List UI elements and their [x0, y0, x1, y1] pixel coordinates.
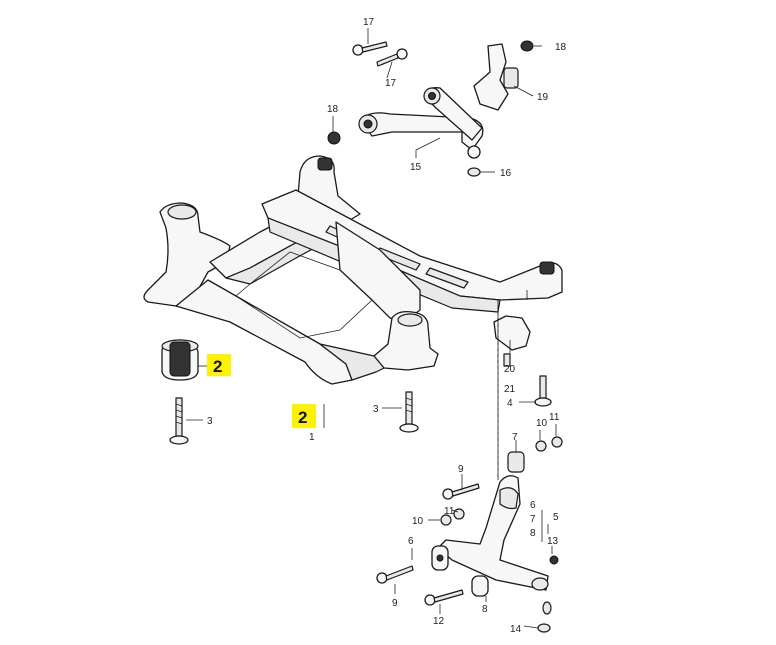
subframe-mount-bushing-left — [161, 339, 199, 381]
bolt-9-upper — [442, 483, 480, 500]
bushing-8-lower — [471, 575, 489, 597]
leader-lines — [186, 28, 557, 629]
callout-7-right: 7 — [530, 514, 536, 525]
callout-19: 19 — [537, 92, 549, 103]
bolt-12 — [424, 589, 464, 606]
washer-10-lower — [440, 514, 452, 526]
callout-9-top: 9 — [458, 464, 464, 475]
callout-20: 20 — [504, 364, 516, 375]
callout-7-top: 7 — [512, 432, 518, 443]
callout-10-top: 10 — [536, 418, 548, 429]
bolt-17-lower — [376, 48, 408, 67]
bushing-6-left — [431, 545, 449, 571]
upper-control-arm — [358, 87, 484, 159]
bushing-7-top — [507, 451, 525, 473]
callout-10-low: 10 — [412, 516, 424, 527]
nut-16 — [467, 167, 481, 177]
callout-1: 1 — [309, 432, 315, 443]
subframe-bolt-right — [399, 391, 419, 433]
callout-8-right: 8 — [530, 528, 536, 539]
callout-4: 4 — [507, 398, 513, 409]
bolt-4 — [534, 375, 552, 407]
subframe-bolt-left — [169, 397, 189, 445]
callout-15: 15 — [410, 162, 422, 173]
nut-14 — [537, 623, 551, 633]
upper-arm-bracket — [473, 43, 519, 111]
callout-5: 5 — [553, 512, 559, 523]
callout-16: 16 — [500, 168, 512, 179]
callout-9-low: 9 — [392, 598, 398, 609]
highlight-callout-subframe: 2 — [292, 404, 316, 428]
lower-control-arm — [437, 475, 552, 615]
callout-17-top: 17 — [363, 17, 375, 28]
callout-14: 14 — [510, 624, 522, 635]
callout-3-right: 3 — [373, 404, 379, 415]
callout-17-mid: 17 — [385, 78, 397, 89]
washer-11-lower — [453, 508, 465, 520]
subframe-crossmember — [143, 155, 563, 385]
callout-12: 12 — [433, 616, 445, 627]
bolt-9-lower — [376, 565, 414, 584]
washer-11-upper — [551, 436, 563, 448]
callout-numbers: 17 17 18 18 19 15 16 3 3 1 20 21 4 7 10 … — [207, 17, 567, 635]
nut-13 — [549, 555, 559, 565]
highlight-label-subframe: 2 — [298, 408, 307, 427]
callout-11-low: 11 — [444, 506, 455, 517]
callout-21: 21 — [504, 384, 516, 395]
callout-18-left: 18 — [327, 104, 339, 115]
callout-18-right: 18 — [555, 42, 567, 53]
nut-18-right — [520, 40, 534, 52]
bracket-20 — [493, 315, 531, 367]
highlight-callout-bushing: 2 — [207, 354, 231, 376]
callout-8-low: 8 — [482, 604, 488, 615]
callout-6-right: 6 — [530, 500, 536, 511]
bolt-17-upper — [352, 41, 388, 56]
callout-6-left: 6 — [408, 536, 414, 547]
callout-11-top: 11 — [549, 412, 560, 423]
callout-13: 13 — [547, 536, 559, 547]
callout-3-left: 3 — [207, 416, 213, 427]
washer-10-upper — [535, 440, 547, 452]
highlight-label-bushing: 2 — [213, 357, 222, 376]
nut-18-left — [327, 131, 341, 145]
